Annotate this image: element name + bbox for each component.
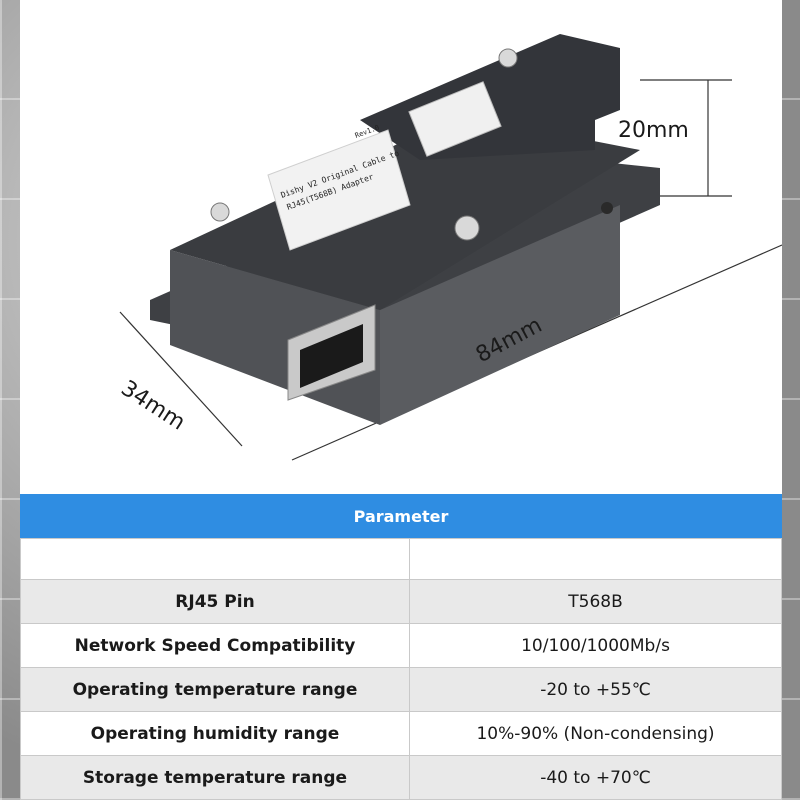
- param-key: Operating humidity range: [20, 711, 410, 756]
- table-row: Operating humidity range 10%-90% (Non-co…: [20, 711, 782, 756]
- param-key: RJ45 Pin: [20, 579, 410, 624]
- screw-icons: [210, 48, 613, 241]
- adapter-photo: Dishy V2 Original Cable to RJ45(T568B) A…: [119, 34, 782, 461]
- param-key: Network Speed Compatibility: [20, 623, 410, 668]
- table-row: [20, 538, 782, 580]
- param-key: Operating temperature range: [20, 667, 410, 712]
- param-value: T568B: [409, 579, 782, 624]
- table-row: Operating temperature range -20 to +55℃: [20, 667, 782, 712]
- param-key: Storage temperature range: [20, 755, 410, 800]
- device-top: [170, 115, 640, 310]
- device-right-face: [380, 205, 620, 425]
- param-key: [20, 538, 410, 580]
- device-label: [267, 129, 411, 251]
- param-value: -40 to +70℃: [409, 755, 782, 800]
- table-row: RJ45 Pin T568B: [20, 579, 782, 624]
- parameter-table: Parameter RJ45 Pin T568B Network Speed C…: [20, 494, 782, 800]
- param-value: 10/100/1000Mb/s: [409, 623, 782, 668]
- product-panel: Dishy V2 Original Cable to RJ45(T568B) A…: [20, 0, 782, 800]
- device-raised-block: [360, 34, 620, 160]
- table-row: Storage temperature range -40 to +70℃: [20, 755, 782, 800]
- param-value: -20 to +55℃: [409, 667, 782, 712]
- rj45-diagram-label: [408, 81, 502, 157]
- height-dimension-label: 20mm: [618, 118, 689, 143]
- table-row: Network Speed Compatibility 10/100/1000M…: [20, 623, 782, 668]
- rj45-port: [287, 304, 376, 401]
- parameter-table-title: Parameter: [20, 494, 782, 538]
- param-value: 10%-90% (Non-condensing): [409, 711, 782, 756]
- parameter-grid: RJ45 Pin T568B Network Speed Compatibili…: [20, 538, 782, 800]
- param-value: [409, 538, 782, 580]
